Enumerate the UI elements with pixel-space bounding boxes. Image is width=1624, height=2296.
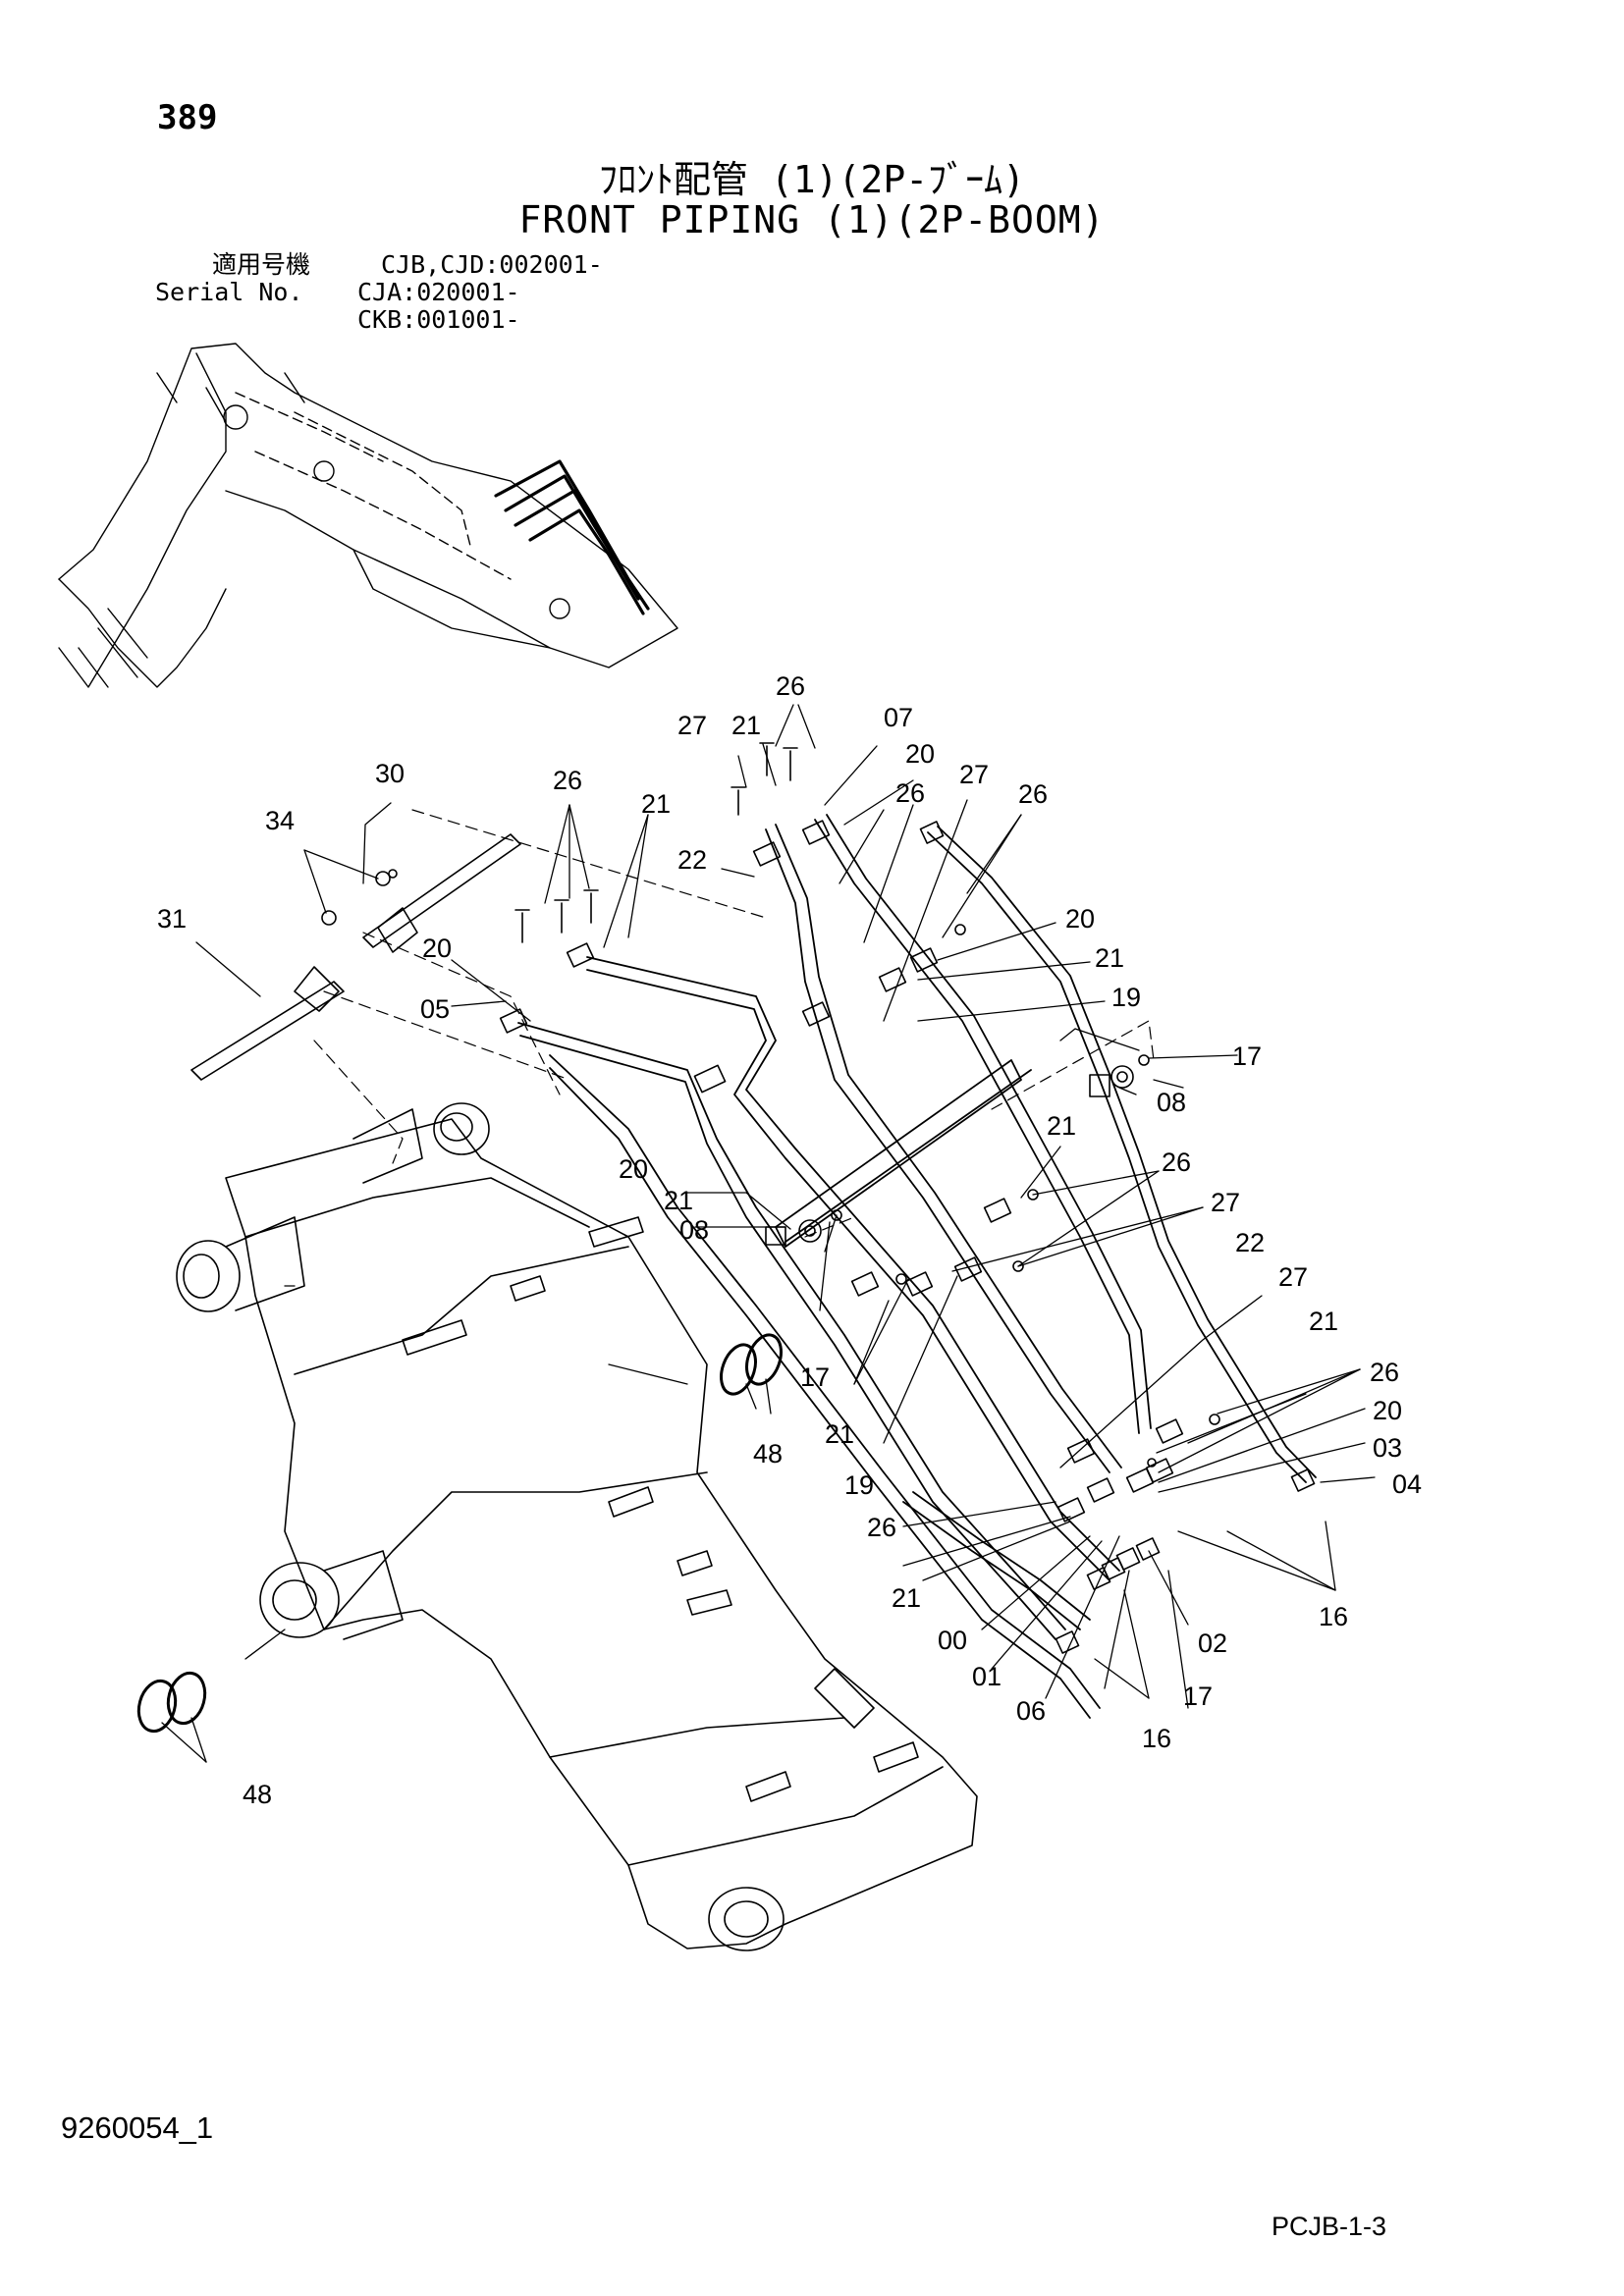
- part-label: 17: [800, 1362, 830, 1392]
- serial-range-2: CJA:020001-: [357, 278, 520, 306]
- part-label: 20: [1373, 1396, 1402, 1425]
- o-rings-48-low: [136, 1671, 207, 1734]
- part-label: 03: [1373, 1433, 1402, 1463]
- pipe-clamps: [499, 742, 1316, 1654]
- boom-structure: [176, 1102, 978, 1951]
- excavator-overview-sketch: [58, 343, 678, 688]
- o-rings-48-mid: [720, 1333, 783, 1396]
- part-label: 21: [1309, 1307, 1338, 1336]
- part-label: 16: [1142, 1724, 1171, 1753]
- part-label: 20: [619, 1154, 648, 1184]
- part-label: 48: [243, 1780, 272, 1809]
- part-label: 21: [892, 1583, 921, 1613]
- part-label: 26: [1162, 1148, 1191, 1177]
- part-label: 21: [641, 789, 671, 819]
- part-label: 30: [375, 759, 405, 788]
- part-label: 34: [265, 806, 295, 835]
- part-label: 20: [905, 739, 935, 769]
- part-label: 27: [1278, 1262, 1308, 1292]
- part-label: 22: [677, 845, 707, 875]
- part-label: 20: [422, 934, 452, 963]
- leader-lines: [161, 704, 1376, 1763]
- title-english: FRONT PIPING (1)(2P-BOOM): [518, 198, 1106, 241]
- part-label: 21: [1047, 1111, 1076, 1141]
- part-label: 04: [1392, 1469, 1422, 1499]
- part-label: 26: [553, 766, 582, 795]
- part-label: 17: [1232, 1041, 1262, 1071]
- part-label: 22: [1235, 1228, 1265, 1257]
- part-label: 05: [420, 994, 450, 1024]
- part-label: 02: [1198, 1629, 1227, 1658]
- part-label: 48: [753, 1439, 783, 1468]
- part-label: 00: [938, 1626, 967, 1655]
- part-label: 19: [1111, 983, 1141, 1012]
- part-label: 27: [677, 711, 707, 740]
- part-label: 19: [844, 1470, 874, 1500]
- part-label: 08: [1157, 1088, 1186, 1117]
- part-label: 31: [157, 904, 187, 934]
- hydraulic-pipes: [517, 814, 1317, 1719]
- bracket-31: [190, 910, 345, 1081]
- part-label: 21: [664, 1186, 693, 1215]
- serial-range-1: CJB,CJD:002001-: [381, 250, 603, 279]
- document-id: 9260054_1: [61, 2110, 214, 2145]
- part-label: 26: [867, 1513, 896, 1542]
- page-number: 389: [157, 98, 218, 137]
- serial-label-en: Serial No.: [155, 278, 303, 306]
- part-label: 27: [959, 760, 989, 789]
- serial-number-block: 適用号機 CJB,CJD:002001- Serial No. CJA:0200…: [155, 251, 603, 334]
- part-label: 26: [776, 671, 805, 701]
- part-label: 07: [884, 703, 913, 732]
- part-label: 26: [895, 778, 925, 808]
- serial-range-3: CKB:001001-: [357, 305, 520, 334]
- part-label: 16: [1319, 1602, 1348, 1631]
- part-label: 20: [1065, 904, 1095, 934]
- sheet-code: PCJB-1-3: [1272, 2212, 1387, 2241]
- part-label: 21: [1095, 943, 1124, 973]
- part-label: 21: [731, 711, 761, 740]
- serial-label-jp: 適用号機: [212, 250, 311, 279]
- part-label: 26: [1018, 779, 1048, 809]
- part-label: 08: [679, 1215, 709, 1245]
- part-label: 06: [1016, 1696, 1046, 1726]
- title-japanese: ﾌﾛﾝﾄ配管 (1)(2P-ﾌﾞｰﾑ): [599, 158, 1025, 201]
- part-number-labels: 26 27 21 07 20 30 26 21 26 27 26 34 22 3…: [157, 671, 1422, 1809]
- bracket-30: [362, 833, 521, 953]
- part-label: 26: [1370, 1358, 1399, 1387]
- part-label: 21: [825, 1419, 854, 1449]
- part-label: 27: [1211, 1188, 1240, 1217]
- part-label: 01: [972, 1662, 1001, 1691]
- part-label: 17: [1183, 1682, 1213, 1711]
